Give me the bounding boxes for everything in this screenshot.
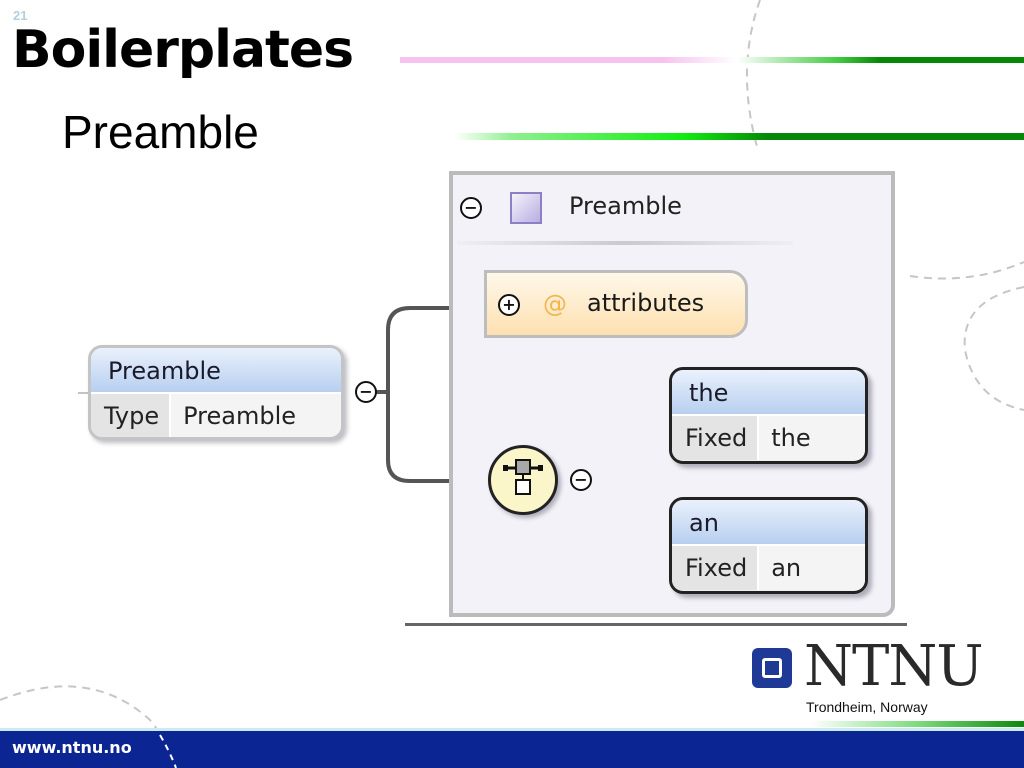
root-element-node[interactable]: Preamble Type Preamble: [88, 345, 344, 440]
panel-title: Preamble: [569, 192, 682, 220]
footer-accent-line: [810, 721, 1024, 727]
panel-header-separator: [457, 241, 793, 245]
footer-strip: [0, 728, 1024, 731]
attributes-expand-button[interactable]: +: [498, 294, 520, 316]
root-element-type-row: Type Preamble: [91, 394, 341, 437]
child-element-name: the: [672, 370, 865, 416]
divider: [405, 623, 907, 626]
decorative-line-top: [400, 57, 1024, 63]
fixed-value: an: [759, 546, 865, 590]
ntnu-logo-text: NTNU: [804, 634, 984, 699]
minus-icon: −: [359, 382, 373, 401]
root-collapse-button[interactable]: −: [355, 381, 377, 403]
fixed-value-row: Fixed the: [672, 416, 865, 460]
attributes-label: attributes: [587, 289, 705, 317]
attributes-node[interactable]: [484, 270, 748, 338]
footer-bar: [0, 731, 1024, 768]
fixed-value-row: Fixed an: [672, 546, 865, 590]
slide-subtitle: Preamble: [62, 106, 259, 158]
type-key: Type: [91, 394, 172, 437]
website-link[interactable]: www.ntnu.no: [12, 738, 132, 757]
slide-number: 21: [13, 8, 28, 23]
location-text: Trondheim, Norway: [806, 699, 928, 715]
complex-type-icon: [510, 192, 542, 224]
fixed-key: Fixed: [672, 416, 760, 460]
attribute-at-icon: @: [543, 290, 567, 318]
minus-icon: −: [464, 198, 478, 217]
sequence-collapse-button[interactable]: −: [570, 469, 592, 491]
panel-collapse-button[interactable]: −: [460, 197, 482, 219]
sequence-icon: [503, 459, 543, 495]
type-value: Preamble: [171, 394, 341, 437]
plus-icon: +: [502, 295, 516, 314]
root-element-name: Preamble: [91, 348, 341, 394]
child-element-node-the[interactable]: the Fixed the: [669, 367, 868, 464]
ntnu-logo-icon: [752, 648, 792, 688]
decorative-line-bottom: [455, 133, 1024, 140]
fixed-value: the: [759, 416, 865, 460]
child-element-node-an[interactable]: an Fixed an: [669, 497, 868, 594]
fixed-key: Fixed: [672, 546, 760, 590]
slide-title: Boilerplates: [12, 20, 354, 80]
child-element-name: an: [672, 500, 865, 546]
sequence-compositor[interactable]: [488, 445, 558, 515]
minus-icon: −: [574, 470, 588, 489]
